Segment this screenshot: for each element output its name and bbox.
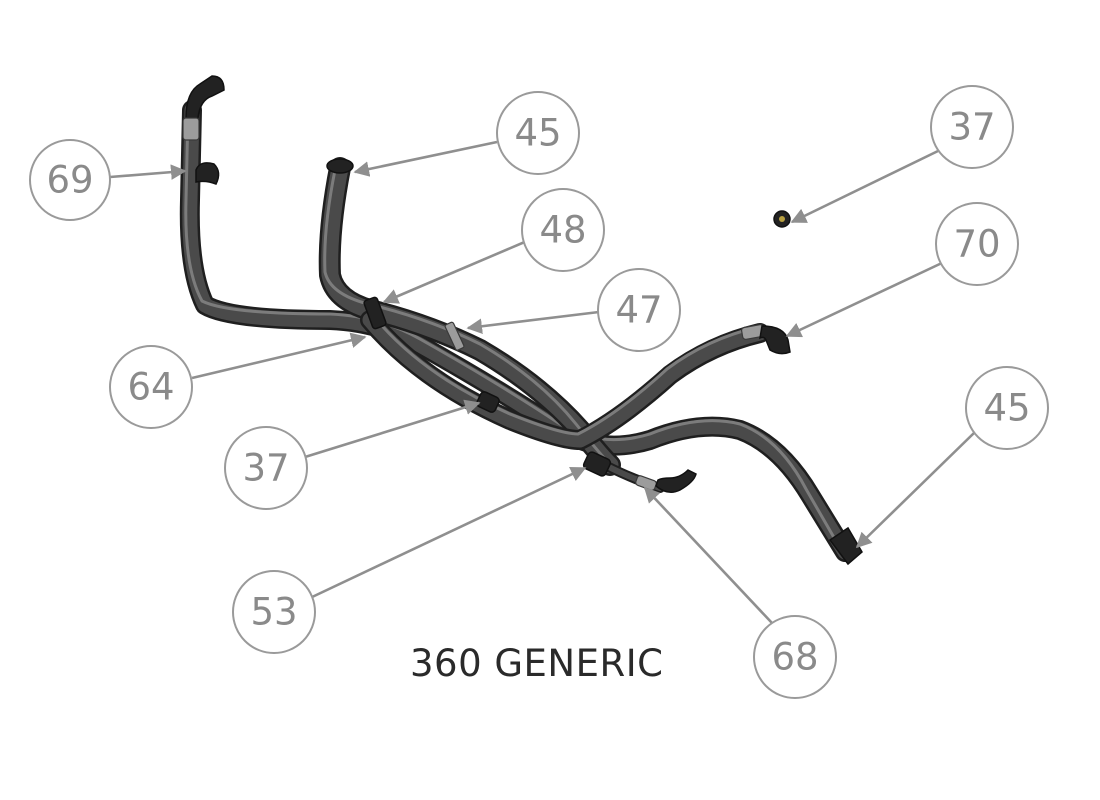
leader-37-left [304,399,481,459]
leader-45-top [353,140,498,177]
balloon-68: 68 [753,615,837,699]
clamp-48 [363,296,387,330]
balloon-64: 64 [109,345,193,429]
balloon-45-top-label: 45 [514,112,561,155]
balloon-70: 70 [935,202,1019,286]
clip-69 [195,162,220,185]
ferrule-69 [182,117,200,141]
balloon-37-left-label: 37 [242,447,289,490]
hose-end-45-top [326,158,354,174]
leader-37-top [790,149,939,224]
balloon-64-label: 64 [127,366,174,409]
balloon-37-top: 37 [930,85,1014,169]
balloon-47-label: 47 [615,289,662,332]
clamp-47 [444,321,465,351]
leader-45-right [855,432,975,549]
leader-70 [785,260,945,338]
leader-47 [466,310,600,335]
balloon-45-top: 45 [496,91,580,175]
elbow-fitting-70 [759,325,791,355]
balloon-69: 69 [29,139,111,221]
balloon-53: 53 [232,570,316,654]
connector-37-left [476,391,500,413]
balloon-48: 48 [521,188,605,272]
plug-37-top-center [779,216,785,222]
balloon-68-label: 68 [771,636,818,679]
balloon-37-left: 37 [224,426,308,510]
elbow-fitting-69 [185,75,225,119]
leader-68 [643,486,773,624]
balloon-70-label: 70 [953,223,1000,266]
balloon-37-top-label: 37 [948,106,995,149]
hose-group [179,100,855,562]
balloon-48-label: 48 [539,209,586,252]
leader-53 [309,466,587,600]
leader-64 [191,332,367,380]
balloon-47: 47 [597,268,681,352]
leader-lines [109,140,975,624]
hose-crossing [360,310,770,450]
balloon-69-label: 69 [46,159,93,202]
diagram-title: 360 GENERIC [410,642,664,685]
elbow-fitting-68 [655,469,697,493]
hose-main-left [179,100,855,562]
hose-end-45-right [828,526,863,566]
sleeve-53 [582,451,612,477]
leader-48 [382,239,528,304]
leader-69 [109,164,187,180]
balloon-45-right: 45 [965,366,1049,450]
fittings-group [182,75,863,566]
balloon-45-right-label: 45 [983,387,1030,430]
balloon-53-label: 53 [250,591,297,634]
